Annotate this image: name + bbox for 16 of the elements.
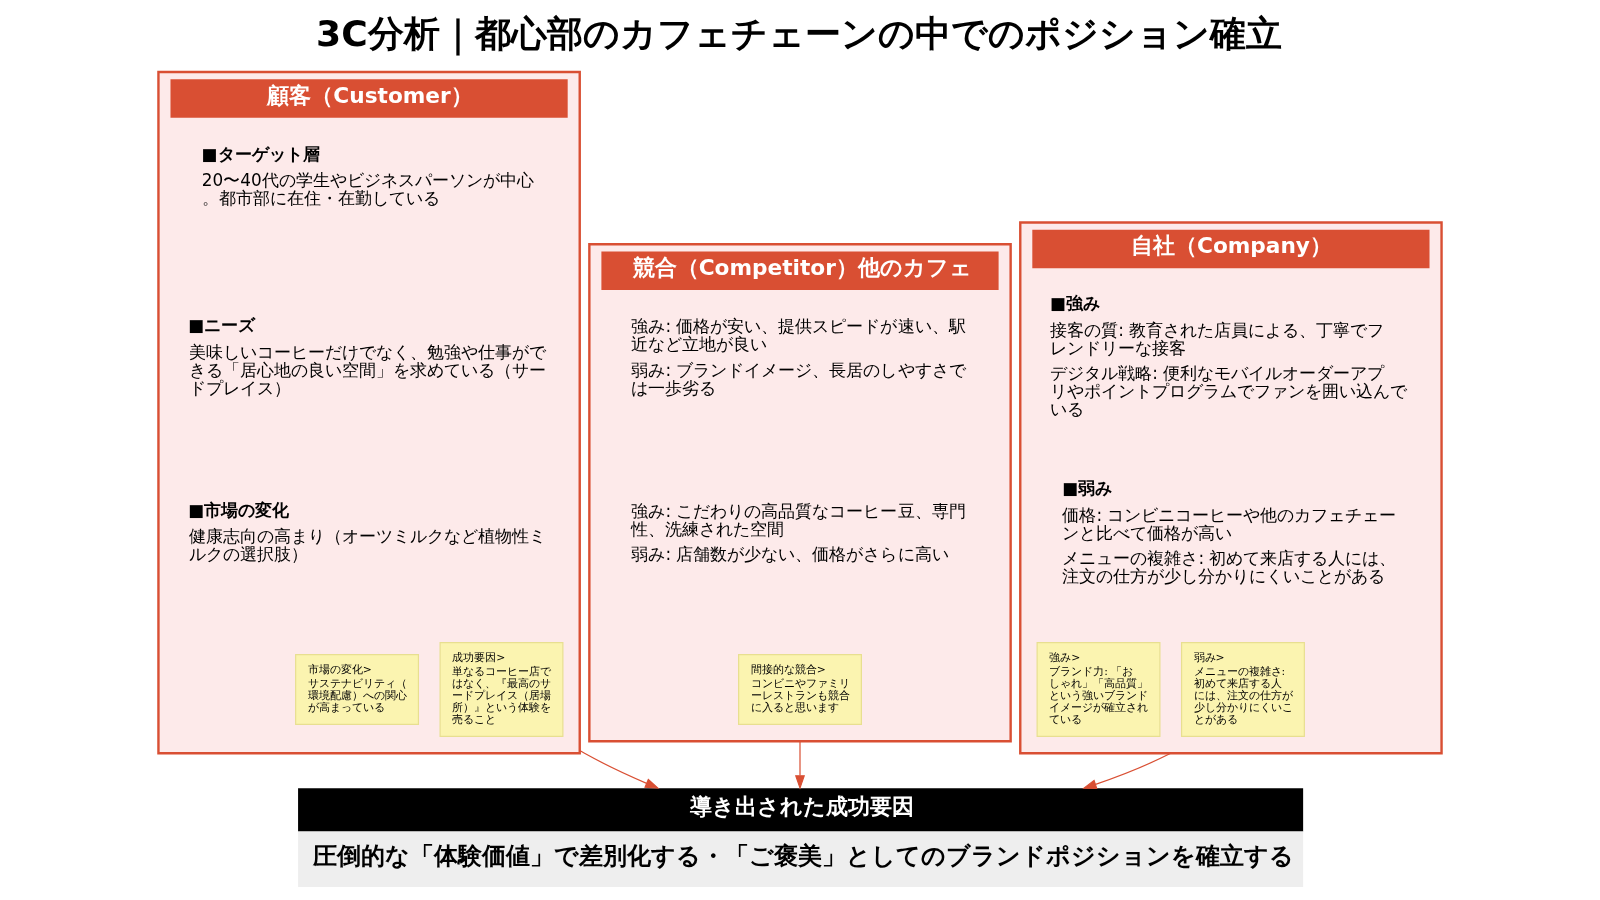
node-box: 間接的な競合> コンビニやファミリーレストランも競合に入ると思います <box>738 654 862 726</box>
node-box: 成功要因> 単なるコーヒー店ではなく、『最高のサードプレイス（居場所）』という体験を売ること <box>439 642 564 738</box>
diagram-title: 3C分析｜都心部のカフェチェーンの中でのポジション確立 <box>316 11 1282 55</box>
arrow <box>1082 752 1172 789</box>
node-text: ■ターゲット層 20〜40代の学生やビジネスパーソンが中心。都市部に在住・在勤している <box>201 143 534 209</box>
node-text: ■強み 接客の質: 教育された店員による、丁寧でフレンドリーな接客 デジタル戦略: 便利なモバイルオーダーアプリやポイントプログラムでファンを囲い込んでいる <box>1050 293 1408 420</box>
node-text: 強み: こだわりの高品質なコーヒー豆、専門性、洗練された空間 弱み: 店舗数が少ない、価格がさらに高い <box>631 501 966 565</box>
node-text: ■ニーズ 美味しいコーヒーだけでなく、勉強や仕事ができる「居心地の良い空間」を求めている（サードプレイス） <box>188 315 546 398</box>
node-box: 強み> ブランド力: 「おしゃれ」「高品質」という強いブランドイメージが確立されている <box>1036 642 1161 738</box>
arrow <box>579 749 660 789</box>
node-box: 市場の変化> サステナビリティ（環境配慮）への関心が高まっている <box>295 654 420 726</box>
node-box: 弱み> メニューの複雑さ: 初めて来店する人には、注文の仕方が少し分かりにくいことがある <box>1180 642 1305 738</box>
node-text: 強み: 価格が安い、提供スピードが速い、駅近など立地が良い 弱み: ブランドイメージ、長居のしやすさでは一歩劣る <box>631 316 966 398</box>
arrow <box>794 740 806 790</box>
node-text: ■市場の変化 健康志向の高まり（オーツミルクなど植物性ミルクの選択肢） <box>188 499 546 565</box>
node-text: ■弱み 価格: コンビニコーヒーや他のカフェチェーンと比べて価格が高い メニューの複雑さ: 初めて来店する人には、注文の仕方が少し分かりにくいことがある <box>1062 478 1397 587</box>
